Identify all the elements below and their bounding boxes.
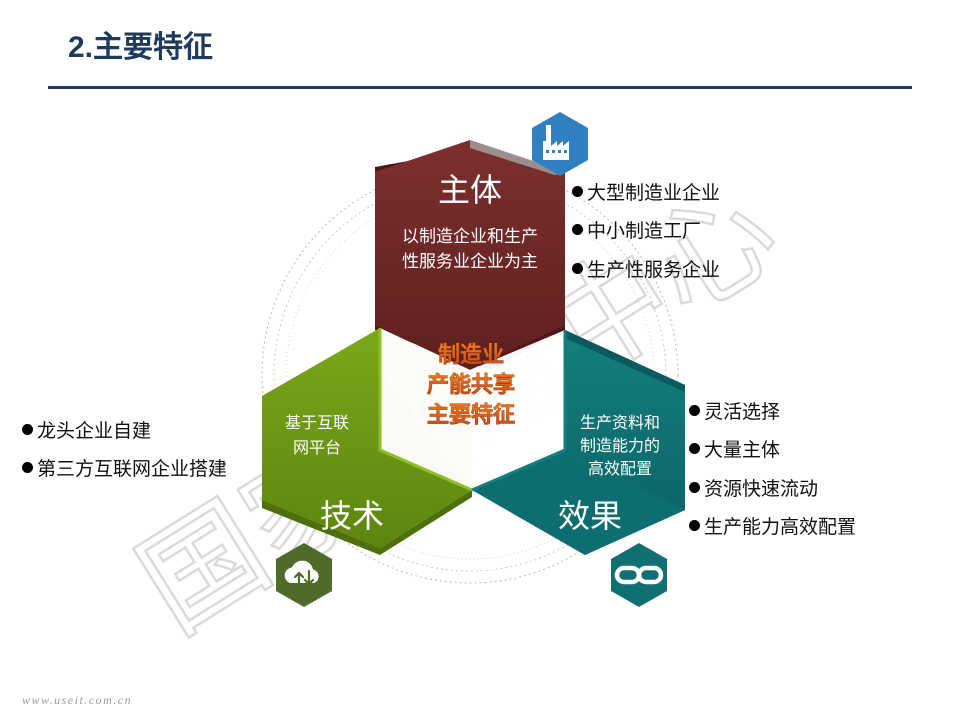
link-icon bbox=[611, 543, 667, 607]
title-divider bbox=[48, 86, 912, 89]
center-hub bbox=[378, 328, 567, 492]
subject-desc-line-1: 以制造企业和生产 bbox=[402, 227, 538, 247]
technology-item-list: 龙头企业自建 第三方互联网企业搭建 bbox=[22, 410, 227, 486]
list-item: 生产性服务企业 bbox=[572, 249, 720, 288]
bullet-icon bbox=[689, 520, 700, 532]
center-title: 制造业 产能共享 主要特征 bbox=[427, 343, 516, 429]
bullet-icon bbox=[689, 481, 700, 493]
bullet-icon bbox=[572, 185, 583, 197]
factory-icon bbox=[532, 112, 588, 176]
list-item: 生产能力高效配置 bbox=[689, 507, 856, 546]
effect-block bbox=[472, 330, 685, 555]
list-item: 龙头企业自建 bbox=[22, 410, 227, 448]
list-item: 灵活选择 bbox=[689, 391, 856, 430]
technology-desc-line-2: 网平台 bbox=[293, 438, 341, 457]
subject-heading: 主体 bbox=[438, 171, 502, 209]
list-item: 第三方互联网企业搭建 bbox=[22, 448, 227, 486]
technology-desc-line-1: 基于互联 bbox=[285, 413, 349, 432]
center-title-line-2: 产能共享 bbox=[427, 372, 515, 398]
center-title-line-1: 制造业 bbox=[438, 343, 504, 368]
effect-desc-line-3: 高效配置 bbox=[588, 459, 652, 478]
cloud-sync-icon bbox=[276, 543, 332, 607]
bullet-icon bbox=[572, 224, 583, 236]
bullet-icon bbox=[689, 404, 700, 416]
effect-desc-line-2: 制造能力的 bbox=[580, 436, 660, 455]
slide-title: 2.主要特征 bbox=[68, 31, 214, 64]
list-item: 大量主体 bbox=[689, 430, 856, 469]
bullet-icon bbox=[689, 443, 700, 455]
bullet-icon bbox=[572, 262, 583, 274]
bullet-icon bbox=[22, 423, 33, 435]
subject-desc-line-2: 性服务业企业为主 bbox=[402, 252, 538, 272]
bullet-icon bbox=[22, 461, 33, 473]
effect-item-list: 灵活选择 大量主体 资源快速流动 生产能力高效配置 bbox=[689, 391, 856, 545]
effect-desc-line-1: 生产资料和 bbox=[580, 413, 660, 432]
subject-item-list: 大型制造业企业 中小制造工厂 生产性服务企业 bbox=[572, 172, 720, 288]
list-item: 中小制造工厂 bbox=[572, 211, 720, 250]
center-title-line-3: 主要特征 bbox=[427, 402, 515, 428]
list-item: 资源快速流动 bbox=[689, 468, 856, 507]
technology-heading: 技术 bbox=[320, 497, 384, 535]
subject-block bbox=[375, 140, 565, 370]
list-item: 大型制造业企业 bbox=[572, 172, 720, 211]
footer-url: www.useit.com.cn bbox=[22, 693, 133, 707]
effect-heading: 效果 bbox=[558, 497, 622, 535]
